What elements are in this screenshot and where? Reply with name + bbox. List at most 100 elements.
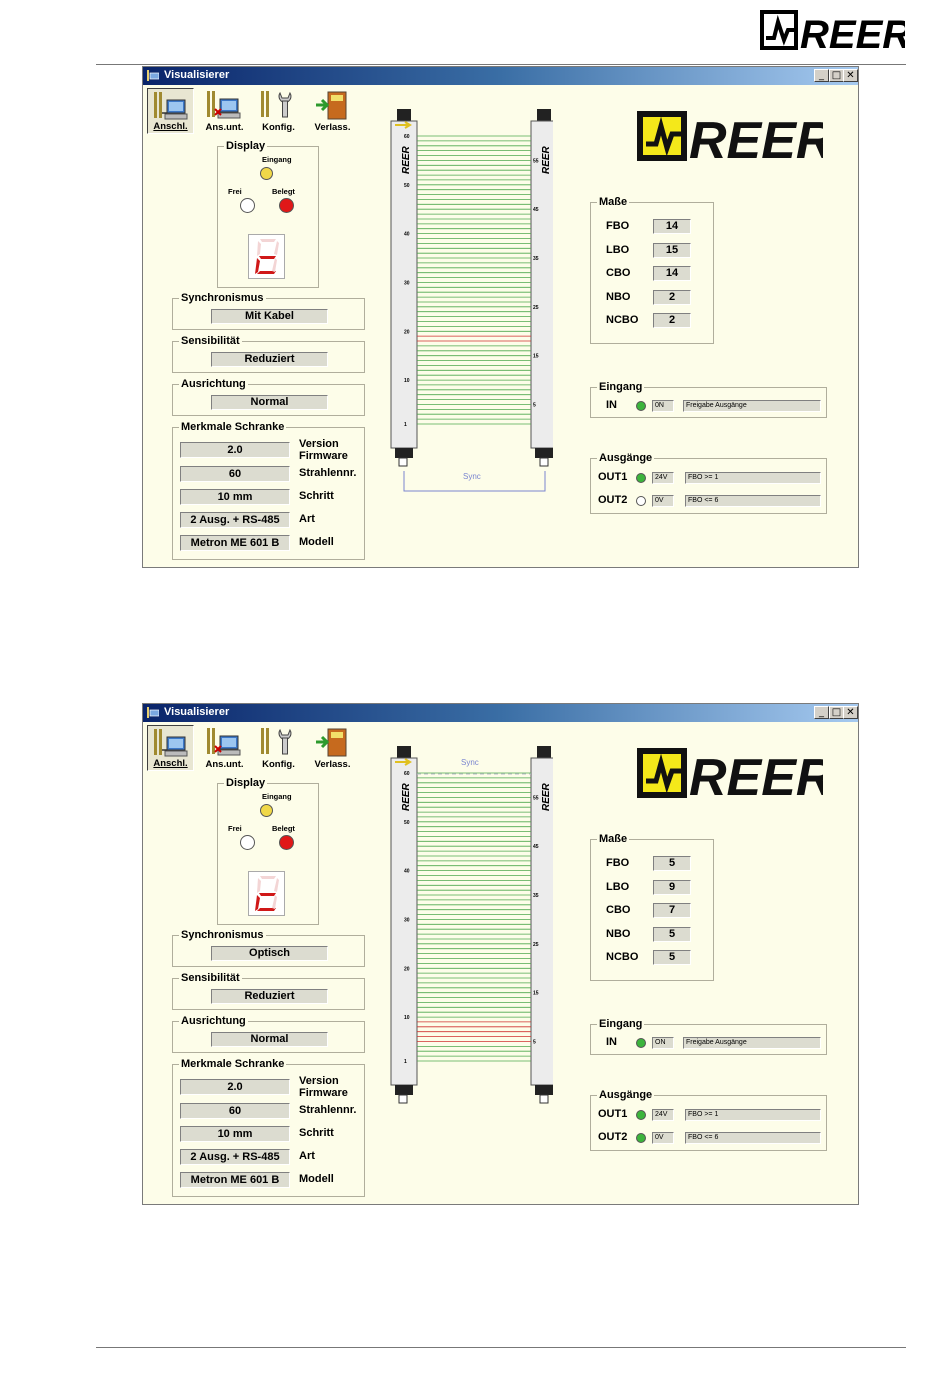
masse-row-value: 14 (653, 219, 691, 234)
window-title: Visualisierer (164, 706, 230, 718)
reer-brand-logo: REER (637, 748, 823, 801)
emitter-tick-label: 1 (404, 422, 407, 428)
merkmal-value: 60 (180, 1103, 290, 1119)
masse-row-label: CBO (606, 267, 631, 279)
seven-segment-display (248, 234, 285, 279)
merkmal-label: Version Firmware (299, 1075, 348, 1099)
receiver-brand: REER (541, 782, 552, 811)
sync-line (403, 471, 546, 492)
ausrichtung-value: Normal (211, 395, 328, 410)
seven-segment-digit (255, 239, 279, 274)
close-button[interactable]: ✕ (843, 69, 858, 82)
sync-label: Sync (463, 472, 481, 481)
masse-row-value: 9 (653, 879, 691, 895)
synchronismus-value: Optisch (211, 946, 328, 961)
maximize-button[interactable]: □ (829, 69, 844, 82)
masse-row-label: FBO (606, 857, 630, 869)
toolbar-button-label: Verlass. (314, 759, 351, 770)
masse-row-value: 5 (653, 926, 691, 942)
ausgaenge-label: Ausgänge (597, 451, 655, 465)
emitter-tick-label: 10 (404, 378, 410, 384)
minimize-button[interactable]: _ (814, 69, 829, 82)
receiver-tick-label: 15 (533, 354, 539, 360)
receiver-head (537, 109, 551, 121)
header-rule (96, 64, 906, 65)
in-label: IN (606, 1036, 617, 1048)
receiver-base (535, 448, 553, 458)
output-label: OUT2 (598, 1131, 628, 1143)
masse-label: Maße (597, 195, 630, 209)
emitter-tick-label: 1 (404, 1059, 407, 1065)
toolbar-button-konfig[interactable]: Konfig. (255, 88, 302, 134)
receiver-tick-label: 25 (533, 305, 539, 311)
toolbar-button-konfig[interactable]: Konfig. (255, 725, 302, 771)
emitter-arrow-icon (395, 758, 412, 766)
receiver-tick-label: 45 (533, 207, 539, 213)
toolbar-button-label: Verlass. (314, 122, 351, 133)
visualisierer-window: Visualisierer_□✕Anschl.Ans.unt.Konfig.Ve… (142, 66, 859, 568)
emitter-tick-label: 60 (404, 771, 410, 777)
merkmale-schranke-label: Merkmale Schranke (179, 420, 287, 434)
merkmal-label: Strahlennr. (299, 467, 357, 479)
seven-segment-digit (255, 876, 279, 911)
toolbar-button-ansunt[interactable]: Ans.unt. (201, 88, 248, 134)
toolbar-button-anschl[interactable]: Anschl. (147, 725, 194, 771)
output-description: FBO <= 6 (685, 495, 821, 507)
emitter-base (395, 448, 413, 458)
toolbar-button-anschl[interactable]: Anschl. (147, 88, 194, 134)
title-bar[interactable]: Visualisierer _□✕ (143, 704, 858, 722)
synchronismus-label: Synchronismus (179, 928, 266, 942)
emitter-arrow-icon (395, 121, 412, 129)
sensibilitaet-label: Sensibilität (179, 971, 242, 985)
in-state: 0N (652, 400, 674, 412)
merkmal-value: 2.0 (180, 442, 290, 458)
reer-brand-text: REER (689, 749, 823, 801)
receiver-brand: REER (541, 145, 552, 174)
toolbar-button-label: Konfig. (262, 122, 295, 133)
toolbar-button-verlass[interactable]: Verlass. (309, 725, 356, 771)
in-description: Freigabe Ausgänge (683, 400, 821, 412)
output-label: OUT1 (598, 1108, 628, 1120)
synchronismus-label: Synchronismus (179, 291, 266, 305)
toolbar-button-verlass[interactable]: Verlass. (309, 88, 356, 134)
output-state: 24V (652, 472, 674, 484)
maximize-button[interactable]: □ (829, 706, 844, 719)
masse-label: Maße (597, 832, 630, 846)
merkmal-label: Modell (299, 1173, 334, 1185)
app-icon (147, 70, 159, 81)
title-bar[interactable]: Visualisierer_□✕ (143, 67, 858, 85)
emitter-tick-label: 40 (404, 869, 410, 875)
visualisierer-window: Visualisierer _□✕ Anschl. Ans.unt. Konfig. Ve… (142, 703, 859, 1205)
toolbar-button-label: Konfig. (262, 759, 295, 770)
frei-led (240, 835, 255, 850)
emitter-column (390, 120, 418, 449)
receiver-tick-label: 55 (533, 795, 539, 801)
emitter-tick-label: 30 (404, 917, 410, 923)
merkmal-label: Version Firmware (299, 438, 348, 462)
ausrichtung-value: Normal (211, 1032, 328, 1047)
toolbar-button-label: Anschl. (153, 758, 188, 769)
minimize-icon: _ (819, 70, 824, 81)
in-state: ON (652, 1037, 674, 1049)
masse-row-label: LBO (606, 243, 630, 256)
receiver-tick-label: 35 (533, 256, 539, 262)
receiver-tick-label: 55 (533, 158, 539, 164)
toolbar-button-ansunt[interactable]: Ans.unt. (201, 725, 248, 771)
emitter-tick-label: 50 (404, 820, 410, 826)
close-button[interactable]: ✕ (843, 706, 858, 719)
output-description: FBO >= 1 (685, 1109, 821, 1121)
minimize-button[interactable]: _ (814, 706, 829, 719)
masse-row-value: 5 (653, 856, 691, 871)
frei-led (240, 198, 255, 213)
toolbar-button-label: Ans.unt. (205, 122, 244, 133)
masse-row-value: 5 (653, 950, 691, 965)
toolbar-button-label: Anschl. (153, 121, 188, 132)
ausrichtung-label: Ausrichtung (179, 377, 248, 391)
